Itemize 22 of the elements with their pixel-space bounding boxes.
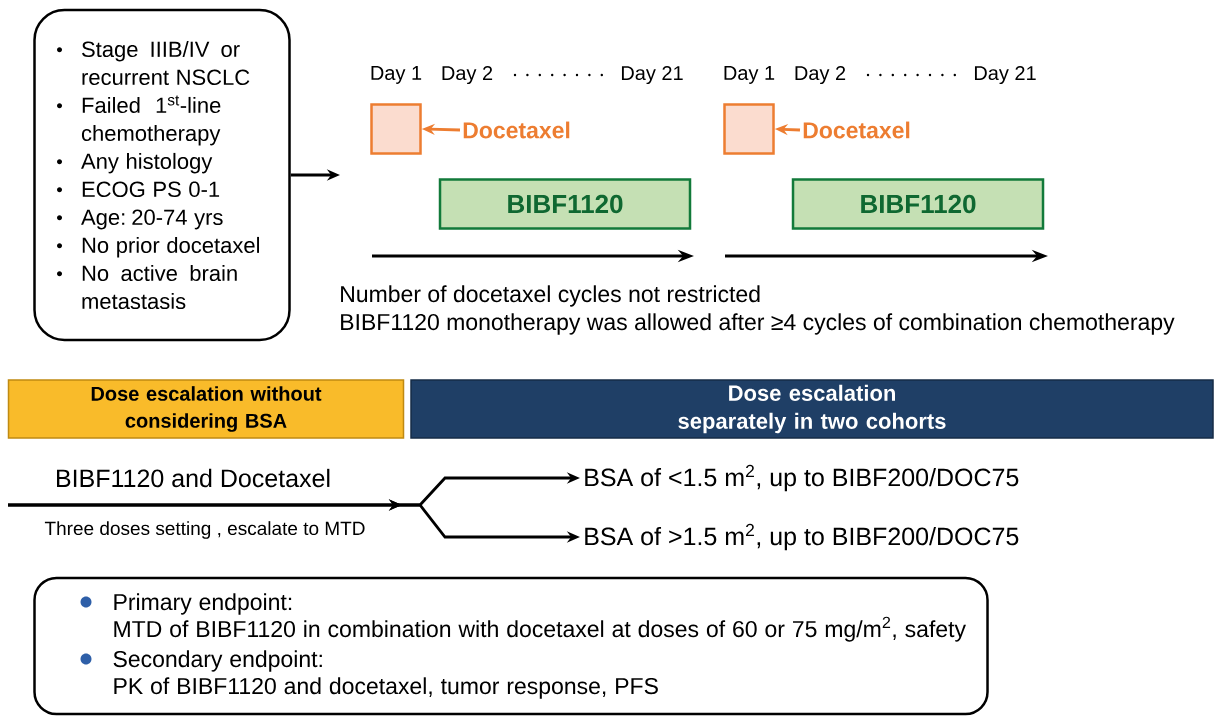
note-text: Number of docetaxel cycles not restricted <box>341 285 760 307</box>
drug-bar: BIBF1120 <box>791 178 1045 230</box>
day-label: Day 1 <box>371 66 422 84</box>
edge-label: Three doses setting , escalate to MTD <box>42 519 368 541</box>
day-label: Day 2 <box>442 65 493 85</box>
edge-label: BIBF1120 and Docetaxel <box>52 466 334 490</box>
drug-bar: BIBF1120 <box>438 178 692 230</box>
drug-label: Docetaxel <box>803 121 910 139</box>
drug-label: Docetaxel <box>463 121 570 139</box>
infusion-square <box>370 103 422 155</box>
cohort-text: BSA of >1.5 m$^{2}$, up to BIBF200/DOC75 <box>585 523 1019 551</box>
infusion-square <box>723 103 775 155</box>
cohort-text: BSA of <1.5 m$^{2}$, up to BIBF200/DOC75 <box>585 464 1019 492</box>
criteria-box: Stage IIIB/IV or recurrent NSCLC Failed 1$^{st}$-line chemotherapy Any histology ECOG PS 0-1 Age: 20-74 yrs No prior docetaxel No active brain metastasis <box>33 8 291 342</box>
day-label: Day 2 <box>795 65 846 85</box>
phase-banner: Dose escalation without considering BSA <box>7 379 405 439</box>
endpoints-box: Primary endpoint: MTD of BIBF1120 in combination with docetaxel at doses of 60 or 75 mg/m$^{2}$, safety Secondary endpoint: PK of BIBF1120 and docetaxel, tumor response, PFS <box>33 576 989 716</box>
day-label: Day 1 <box>724 66 775 84</box>
day-label: Day 21 <box>974 65 1036 85</box>
day-label: Day 21 <box>621 65 683 85</box>
note-text: BIBF1120 monotherapy was allowed after ≥4 cycles of combination chemotherapy <box>341 313 1175 335</box>
phase-banner: Dose escalation separately in two cohorts <box>410 379 1214 439</box>
